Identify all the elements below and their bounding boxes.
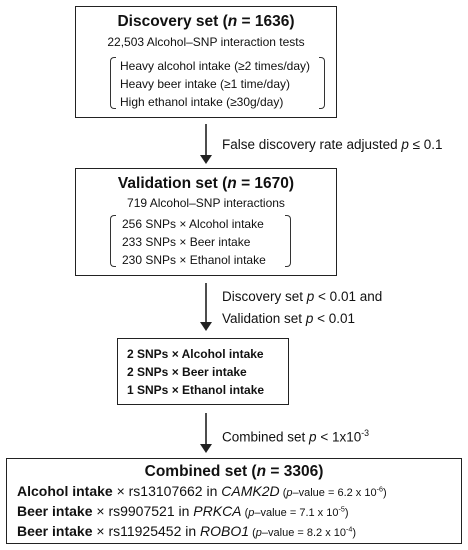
discovery-threshold-value: < 0.01 and bbox=[314, 289, 383, 304]
result-snp: × rs13107662 in bbox=[112, 483, 222, 499]
discovery-n-symbol: n bbox=[227, 13, 238, 30]
result-gene: CAMK2D bbox=[221, 483, 280, 499]
validation-item: 233 SNPs × Beer intake bbox=[122, 235, 251, 249]
arrow-down-2 bbox=[200, 283, 212, 331]
validation-threshold-line: Validation set p < 0.01 bbox=[222, 310, 382, 328]
result-p-symbol: p bbox=[255, 527, 262, 539]
validation-items-list: 256 SNPs × Alcohol intake 233 SNPs × Bee… bbox=[122, 215, 266, 269]
combined-set-title: Combined set (n = 3306) bbox=[7, 463, 461, 481]
validation-title-text: Validation set ( bbox=[117, 175, 228, 192]
validation-n-symbol: n bbox=[227, 175, 237, 192]
combined-result-row: Alcohol intake × rs13107662 in CAMK2D (p… bbox=[17, 483, 387, 499]
result-p-close: ) bbox=[344, 507, 349, 519]
discovery-set-title: Discovery set (n = 1636) bbox=[76, 13, 336, 31]
combined-p-symbol: p bbox=[309, 429, 317, 445]
validation-threshold-value: < 0.01 bbox=[313, 311, 355, 326]
result-p-value: (p–value = 8.2 x 10-4) bbox=[249, 525, 357, 539]
combined-set-box: Combined set (n = 3306) Alcohol intake ×… bbox=[6, 458, 462, 544]
fdr-label-text: False discovery rate adjusted bbox=[222, 137, 402, 152]
result-p-close: ) bbox=[382, 487, 387, 499]
replicated-interactions-box: 2 SNPs × Alcohol intake 2 SNPs × Beer in… bbox=[117, 338, 289, 405]
validation-item: 256 SNPs × Alcohol intake bbox=[122, 217, 264, 231]
arrow-down-1 bbox=[200, 124, 212, 164]
result-p-number: –value = 8.2 x 10 bbox=[261, 527, 346, 539]
validation-set-box: Validation set (n = 1670) 719 Alcohol–SN… bbox=[75, 168, 337, 276]
result-trait: Alcohol intake bbox=[17, 483, 113, 499]
combined-threshold-text: Combined set bbox=[222, 429, 310, 445]
discovery-right-bracket bbox=[319, 57, 325, 109]
discovery-subtitle: 22,503 Alcohol–SNP interaction tests bbox=[107, 35, 305, 49]
fdr-threshold-value: ≤ 0.1 bbox=[408, 137, 443, 152]
replicated-item: 2 SNPs × Alcohol intake bbox=[127, 347, 264, 361]
result-gene: ROBO1 bbox=[200, 523, 250, 539]
combined-result-row: Beer intake × rs9907521 in PRKCA (p–valu… bbox=[17, 503, 349, 519]
result-snp: × rs11925452 in bbox=[92, 523, 201, 539]
validation-item: 230 SNPs × Ethanol intake bbox=[122, 253, 266, 267]
result-p-close: ) bbox=[352, 527, 357, 539]
fdr-threshold-label: False discovery rate adjusted p ≤ 0.1 bbox=[222, 136, 443, 154]
result-p-value: (p–value = 7.1 x 10-5) bbox=[241, 505, 349, 519]
discovery-items-list: Heavy alcohol intake (≥2 times/day) Heav… bbox=[120, 57, 310, 111]
result-p-number: –value = 7.1 x 10 bbox=[254, 507, 339, 519]
combined-title-text: Combined set ( bbox=[144, 463, 257, 480]
validation-n-value: = 1670) bbox=[236, 175, 295, 192]
result-p-exponent: -6 bbox=[376, 485, 383, 494]
result-p-value: (p–value = 6.2 x 10-6) bbox=[279, 485, 387, 499]
discovery-set-box: Discovery set (n = 1636) 22,503 Alcohol–… bbox=[75, 6, 337, 118]
combined-threshold-exponent: -3 bbox=[361, 428, 370, 438]
discovery-threshold-line: Discovery set p < 0.01 and bbox=[222, 288, 382, 306]
replicated-items-list: 2 SNPs × Alcohol intake 2 SNPs × Beer in… bbox=[127, 345, 264, 399]
validation-left-bracket bbox=[110, 215, 116, 267]
validation-set-title: Validation set (n = 1670) bbox=[76, 175, 336, 193]
validation-right-bracket bbox=[285, 215, 291, 267]
result-snp: × rs9907521 in bbox=[92, 503, 194, 519]
result-p-symbol: p bbox=[248, 507, 255, 519]
fdr-p-symbol: p bbox=[401, 137, 409, 152]
discovery-p-symbol: p bbox=[306, 289, 315, 304]
discovery-item: High ethanol intake (≥30g/day) bbox=[120, 95, 284, 109]
combined-threshold-value: < 1x10 bbox=[316, 429, 362, 445]
result-p-symbol: p bbox=[286, 487, 293, 499]
result-p-exponent: -5 bbox=[338, 505, 345, 514]
validation-p-symbol: p bbox=[305, 311, 314, 326]
replicated-item: 2 SNPs × Beer intake bbox=[127, 365, 247, 379]
discovery-threshold-text: Discovery set bbox=[222, 289, 307, 304]
discovery-title-text: Discovery set ( bbox=[117, 13, 228, 30]
result-p-open: ( bbox=[279, 487, 287, 499]
combined-n-value: = 3306) bbox=[266, 463, 324, 480]
result-p-open: ( bbox=[241, 507, 249, 519]
validation-subtitle: 719 Alcohol–SNP interactions bbox=[127, 196, 285, 210]
discovery-left-bracket bbox=[110, 57, 116, 109]
combined-threshold-label: Combined set p < 1x10-3 bbox=[222, 424, 369, 447]
result-p-number: –value = 6.2 x 10 bbox=[292, 487, 377, 499]
combined-n-symbol: n bbox=[256, 463, 267, 480]
discovery-item: Heavy alcohol intake (≥2 times/day) bbox=[120, 59, 311, 73]
replicated-item: 1 SNPs × Ethanol intake bbox=[127, 383, 265, 397]
result-p-open: ( bbox=[249, 527, 256, 539]
result-trait: Beer intake bbox=[17, 523, 93, 539]
result-gene: PRKCA bbox=[193, 503, 242, 519]
arrow-down-3 bbox=[200, 413, 212, 453]
result-p-exponent: -4 bbox=[346, 525, 353, 534]
validation-threshold-text: Validation set bbox=[222, 311, 306, 326]
discovery-n-value: = 1636) bbox=[237, 13, 295, 30]
discovery-item: Heavy beer intake (≥1 time/day) bbox=[120, 77, 290, 91]
result-trait: Beer intake bbox=[17, 503, 93, 519]
significance-threshold-label: Discovery set p < 0.01 and Validation se… bbox=[222, 288, 382, 328]
combined-result-row: Beer intake × rs11925452 in ROBO1 (p–val… bbox=[17, 523, 356, 539]
